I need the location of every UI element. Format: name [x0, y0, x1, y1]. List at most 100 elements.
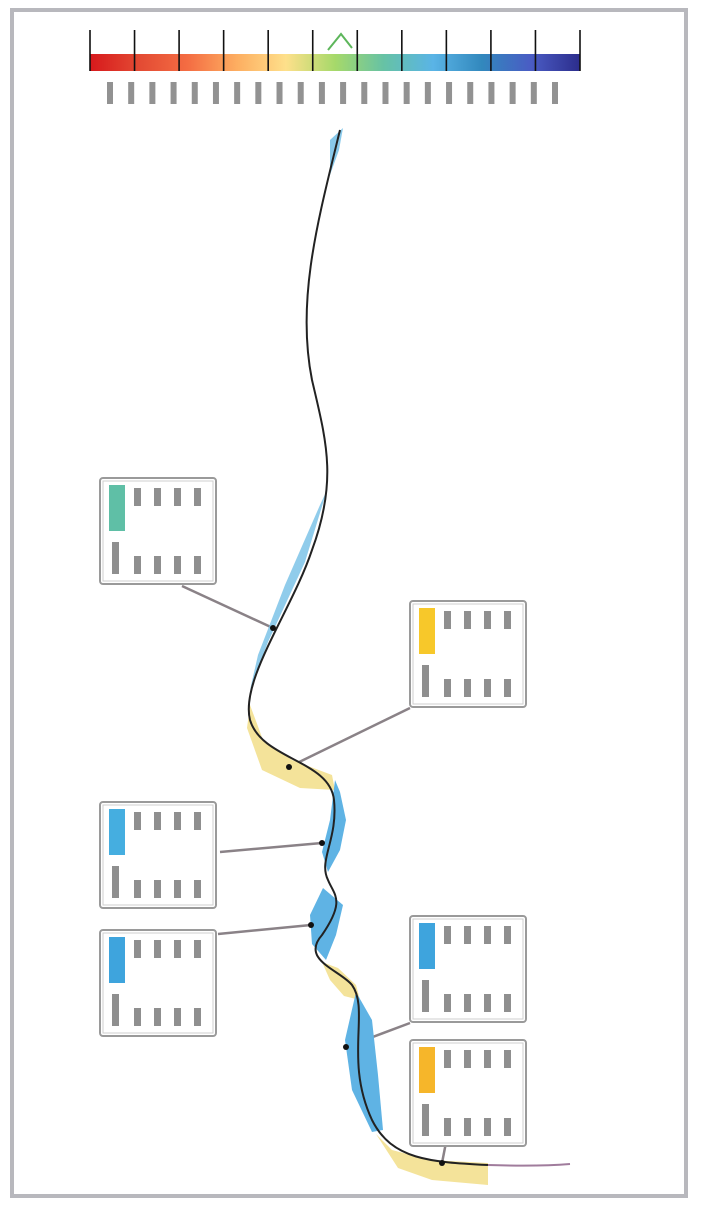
panel-glyph [484, 926, 491, 944]
panel-glyph [134, 488, 141, 506]
leader-line-2 [288, 706, 411, 769]
panel-glyph [174, 880, 181, 898]
colorbar-label [467, 82, 474, 104]
panel-glyph [504, 679, 511, 697]
colorbar [89, 30, 581, 104]
panel-glyph [174, 812, 181, 830]
panel-swatch [419, 923, 435, 969]
panel-glyph [444, 926, 451, 944]
panel-glyph [174, 1008, 181, 1026]
panel-glyph [194, 556, 201, 574]
panel-inner-border [102, 804, 214, 906]
colorbar-label [446, 82, 453, 104]
panel-swatch [419, 1047, 435, 1093]
colorbar-label [191, 82, 198, 104]
colorbar-label [361, 82, 368, 104]
panel-glyph [194, 880, 201, 898]
panel-inner-border [412, 1042, 524, 1144]
panel-glyph [134, 1008, 141, 1026]
colorbar-label [318, 82, 325, 104]
panel-box [409, 600, 527, 708]
band-blue-mid [250, 490, 327, 690]
path-tail [487, 1163, 571, 1167]
panel-glyph [422, 1104, 429, 1136]
leader-dot-6 [439, 1160, 445, 1166]
panel-glyph [134, 556, 141, 574]
panel-glyph [154, 940, 161, 958]
panel-glyph [504, 1118, 511, 1136]
panel-glyph [422, 665, 429, 697]
panel-glyph [112, 542, 119, 574]
panel-glyph [444, 679, 451, 697]
panel-glyph [134, 812, 141, 830]
colorbar-label [107, 82, 113, 104]
band-yellow-2 [322, 962, 360, 1000]
colorbar-labels [107, 82, 558, 104]
colorbar-label [212, 82, 219, 104]
info-panels [99, 477, 527, 1147]
info-panel-5 [409, 915, 527, 1023]
panel-glyph [464, 679, 471, 697]
panel-glyph [484, 611, 491, 629]
info-panel-3 [99, 801, 217, 909]
panel-box [409, 1039, 527, 1147]
colorbar-label [488, 82, 495, 104]
panel-glyph [444, 1118, 451, 1136]
band-yellow-3 [376, 1134, 488, 1185]
path-line [247, 129, 489, 1166]
path-bands [247, 128, 488, 1185]
panel-glyph [174, 556, 181, 574]
panel-glyph [464, 926, 471, 944]
leader-dot-3 [319, 840, 325, 846]
panel-box [99, 801, 217, 909]
panel-glyph [154, 812, 161, 830]
panel-glyph [464, 1118, 471, 1136]
panel-box [409, 915, 527, 1023]
leader-dots [270, 625, 445, 1166]
leader-line-4 [217, 923, 312, 936]
info-panel-2 [409, 600, 527, 708]
panel-swatch [109, 937, 125, 983]
colorbar-label [234, 82, 241, 104]
colorbar-marker-icon [327, 32, 353, 51]
panel-glyph [484, 679, 491, 697]
info-panel-4 [99, 929, 217, 1037]
leader-line-3 [219, 841, 323, 854]
leader-dot-2 [286, 764, 292, 770]
panel-glyph [112, 994, 119, 1026]
leader-dot-5 [343, 1044, 349, 1050]
panel-glyph [112, 866, 119, 898]
panel-glyph [154, 880, 161, 898]
colorbar-label [297, 82, 304, 104]
panel-glyph [134, 880, 141, 898]
panel-glyph [484, 1118, 491, 1136]
band-blue-4 [345, 992, 383, 1132]
panel-glyph [464, 1050, 471, 1068]
colorbar-label [530, 82, 537, 104]
colorbar-label [424, 82, 431, 104]
panel-glyph [154, 488, 161, 506]
panel-glyph [194, 488, 201, 506]
panel-glyph [174, 488, 181, 506]
colorbar-ticks [89, 30, 581, 71]
info-panel-1 [99, 477, 217, 585]
colorbar-label [128, 82, 135, 104]
leader-dot-4 [308, 922, 314, 928]
colorbar-label [509, 82, 516, 104]
panel-glyph [444, 611, 451, 629]
panel-glyph [174, 940, 181, 958]
panel-glyph [444, 994, 451, 1012]
panel-glyph [422, 980, 429, 1012]
panel-glyph [464, 994, 471, 1012]
band-yellow-1 [247, 705, 335, 790]
leader-dot-1 [270, 625, 276, 631]
panel-inner-border [102, 480, 214, 582]
info-panel-6 [409, 1039, 527, 1147]
panel-glyph [504, 1050, 511, 1068]
panel-inner-border [412, 603, 524, 705]
panel-glyph [444, 1050, 451, 1068]
panel-swatch [419, 608, 435, 654]
panel-inner-border [412, 918, 524, 1020]
colorbar-label [149, 82, 156, 104]
colorbar-label [276, 82, 283, 104]
